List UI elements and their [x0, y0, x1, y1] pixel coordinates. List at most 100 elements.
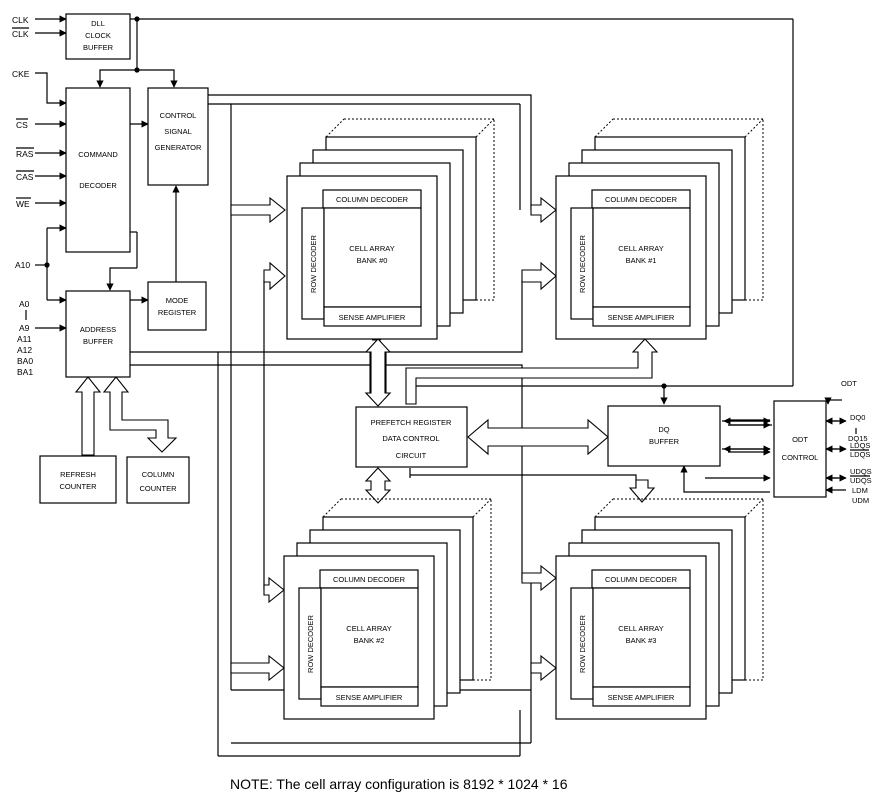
pin-ba0: BA0	[17, 356, 33, 366]
bank-3-depth-corner	[744, 498, 764, 518]
column-counter-line-2: COUNTER	[139, 484, 177, 493]
bank-3-cell-array-label: CELL ARRAY	[618, 624, 663, 633]
dll-line-3: BUFFER	[83, 43, 114, 52]
bank-0: COLUMN DECODER ROW DECODER CELL ARRAY BANK …	[286, 118, 495, 340]
dq-buffer-line-2: BUFFER	[649, 437, 680, 446]
bank-3-cell-array	[592, 587, 691, 688]
pin-ldqs-bar: LDQS	[850, 450, 870, 459]
pin-a11: A11	[17, 334, 32, 344]
bank-0-row-decoder-label: ROW DECODER	[309, 234, 318, 293]
odt-control-line-1: ODT	[792, 435, 808, 444]
bank-0-depth-edge	[476, 119, 495, 301]
bank-2-depth-top	[322, 498, 342, 518]
pin-cs: CS	[16, 120, 28, 130]
bank-1-cell-array-label: CELL ARRAY	[618, 244, 663, 253]
configuration-note: NOTE: The cell array configuration is 81…	[230, 776, 568, 792]
pin-we: WE	[16, 199, 30, 209]
pin-a10: A10	[15, 260, 30, 270]
dll-clock-buffer: DLL CLOCK BUFFER	[65, 13, 131, 60]
dll-line-2: CLOCK	[85, 31, 111, 40]
odt-control: ODT CONTROL	[773, 400, 827, 498]
bank-3-sense-amplifier	[592, 686, 691, 707]
dll-line-1: DLL	[91, 19, 105, 28]
dq-odt-links	[722, 417, 771, 453]
pin-udqs-bar: UDQS	[850, 476, 872, 485]
bank-1-depth-edge	[745, 119, 764, 301]
prefetch-line-1: PREFETCH REGISTER	[371, 418, 452, 427]
right-pins: ODT DQ0 DQ15 LDQS LDQS UDQS UDQS LDM UDM	[841, 379, 872, 505]
bank-2-cell-array	[320, 587, 419, 688]
pin-a9: A9	[19, 323, 30, 333]
pin-dq0: DQ0	[850, 413, 865, 422]
bank-0-number-label: BANK #0	[357, 256, 388, 265]
bank-0-sense-amplifier-label: SENSE AMPLIFIER	[339, 313, 406, 322]
bank-2-sense-amplifier	[320, 686, 419, 707]
control-signal-generator: CONTROL SIGNAL GENERATOR	[147, 87, 209, 186]
refresh-counter: REFRESH COUNTER	[39, 455, 117, 504]
bank-1-depth-top	[594, 118, 614, 138]
control-signal-line-2: SIGNAL	[164, 127, 192, 136]
prefetch-line-3: CIRCUIT	[396, 451, 427, 460]
mode-register-line-2: REGISTER	[158, 308, 197, 317]
bank-3-depth-edge	[745, 499, 764, 681]
left-pins: CLK CLK CKE CS RAS CAS WE A10 A0 A9 A11 …	[12, 15, 34, 377]
bank-2-sense-amplifier-label: SENSE AMPLIFIER	[336, 693, 403, 702]
bank-1-depth-corner	[744, 118, 764, 138]
bank-0-depth-corner	[475, 118, 495, 138]
bank-0-cell-array	[323, 207, 422, 308]
pin-ldm: LDM	[852, 486, 868, 495]
pin-cas: CAS	[16, 172, 34, 182]
bank-2-depth-edge	[473, 499, 492, 681]
dq-buffer: DQ BUFFER	[607, 405, 721, 467]
prefetch-line-2: DATA CONTROL	[382, 434, 439, 443]
pin-ldqs: LDQS	[850, 441, 870, 450]
bank-2-number-label: BANK #2	[354, 636, 385, 645]
pin-ras: RAS	[16, 149, 34, 159]
bank-1-sense-amplifier-label: SENSE AMPLIFIER	[608, 313, 675, 322]
dq-buffer-line-1: DQ	[658, 425, 669, 434]
control-signal-line-3: GENERATOR	[155, 143, 202, 152]
bus-arrows	[74, 196, 659, 682]
command-decoder-line-1: COMMAND	[78, 150, 118, 159]
address-buffer: ADDRESS BUFFER	[65, 290, 131, 378]
pin-clk: CLK	[12, 15, 29, 25]
bank-2-cell-array-label: CELL ARRAY	[346, 624, 391, 633]
bank-1-column-decoder-label: COLUMN DECODER	[605, 195, 678, 204]
bank-2: COLUMN DECODER ROW DECODER CELL ARRAY BANK …	[283, 498, 492, 720]
column-counter: COLUMN COUNTER	[126, 456, 190, 504]
bank-2-row-decoder-label: ROW DECODER	[306, 614, 315, 673]
bank-2-depth-corner	[472, 498, 492, 518]
bank-0-column-decoder-label: COLUMN DECODER	[336, 195, 409, 204]
bank-3-column-decoder-label: COLUMN DECODER	[605, 575, 678, 584]
bank-0-depth-top	[325, 118, 345, 138]
bank-3: COLUMN DECODER ROW DECODER CELL ARRAY BANK …	[555, 498, 764, 720]
bank-3-depth-top	[594, 498, 614, 518]
odt-control-line-2: CONTROL	[782, 453, 819, 462]
pin-clk-bar: CLK	[12, 29, 29, 39]
column-counter-line-1: COLUMN	[142, 470, 175, 479]
bank-1-sense-amplifier	[592, 306, 691, 327]
pin-a0: A0	[19, 299, 30, 309]
bank-0-cell-array-label: CELL ARRAY	[349, 244, 394, 253]
pin-dq15: DQ15	[848, 434, 868, 443]
pin-udqs: UDQS	[850, 467, 872, 476]
pin-ba1: BA1	[17, 367, 33, 377]
mode-register-line-1: MODE	[166, 296, 189, 305]
command-decoder: COMMAND DECODER	[65, 87, 131, 253]
command-decoder-line-2: DECODER	[79, 181, 117, 190]
control-signal-line-1: CONTROL	[160, 111, 197, 120]
bank-3-row-decoder-label: ROW DECODER	[578, 614, 587, 673]
bank-0-sense-amplifier	[323, 306, 422, 327]
address-buffer-line-2: BUFFER	[83, 337, 114, 346]
bank-3-number-label: BANK #3	[626, 636, 657, 645]
bank-1-cell-array	[592, 207, 691, 308]
refresh-counter-line-1: REFRESH	[60, 470, 96, 479]
address-buffer-line-1: ADDRESS	[80, 325, 116, 334]
pin-a12: A12	[17, 345, 32, 355]
bank-3-sense-amplifier-label: SENSE AMPLIFIER	[608, 693, 675, 702]
bank-2-column-decoder-label: COLUMN DECODER	[333, 575, 406, 584]
refresh-counter-line-2: COUNTER	[59, 482, 97, 491]
bank-1-row-decoder-label: ROW DECODER	[578, 234, 587, 293]
prefetch-register: PREFETCH REGISTER DATA CONTROL CIRCUIT	[355, 406, 468, 468]
